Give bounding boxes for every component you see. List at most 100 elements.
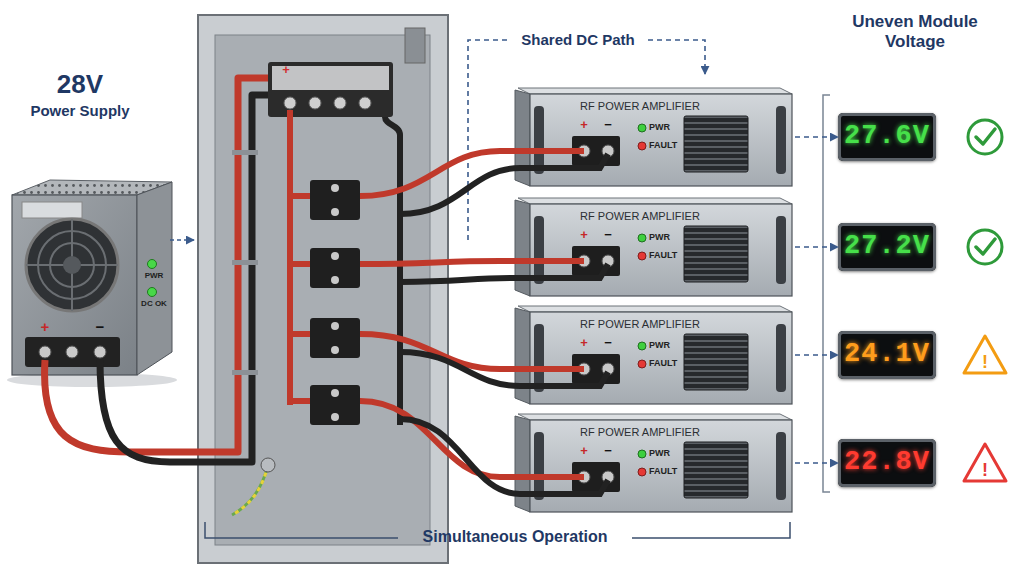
fuse-screw <box>331 346 339 354</box>
ground-wire <box>232 465 268 515</box>
check-mark <box>976 239 995 254</box>
ok-icon <box>968 230 1002 264</box>
cable-tie <box>232 370 258 375</box>
node-text: DC OK <box>135 299 173 308</box>
node-text: RF POWER AMPLIFIER <box>560 210 720 223</box>
node-text: + <box>578 444 590 459</box>
fuse-screw <box>331 184 339 192</box>
voltage-display: 22.8V <box>838 439 936 487</box>
fuse-holder <box>310 248 360 288</box>
node-text: − <box>602 444 614 459</box>
check-mark <box>976 129 995 144</box>
negative-wire <box>400 154 608 214</box>
node-text: PWR <box>649 232 683 242</box>
negative-wire <box>100 95 268 462</box>
voltage-display: 24.1V <box>838 331 936 379</box>
node-text: 27.6V <box>838 123 936 150</box>
ground-wire <box>232 465 268 515</box>
amplifier-chassis <box>515 198 792 296</box>
node-text: − <box>91 318 109 335</box>
negative-wire <box>400 264 608 282</box>
warning-icon <box>964 336 1006 373</box>
pwr-led <box>148 260 157 269</box>
fuse-holder <box>310 180 360 220</box>
annotation-label: ! <box>975 352 995 373</box>
node-text: RF POWER AMPLIFIER <box>560 100 720 113</box>
node-text: − <box>602 336 614 351</box>
terminal-screw <box>94 346 106 358</box>
fuse-screw <box>331 413 339 421</box>
flow-arrow <box>795 246 838 248</box>
bus-terminal <box>359 97 371 109</box>
positive-trunk <box>287 110 293 405</box>
negative-wire <box>400 352 608 386</box>
bus-terminal <box>334 97 346 109</box>
node-text: + <box>578 228 590 243</box>
cabinet-bracket <box>405 28 425 63</box>
node-text: FAULT <box>649 358 683 368</box>
negative-trunk <box>385 117 400 425</box>
node-text: + <box>578 336 590 351</box>
node-text: PWR <box>649 448 683 458</box>
node-text: 22.8V <box>838 449 936 476</box>
amplifier-chassis <box>515 414 792 512</box>
flow-arrow <box>795 462 838 464</box>
amplifier-unit: RF POWER AMPLIFIER +− PWR FAULT <box>515 198 795 296</box>
node-text: + <box>36 318 54 335</box>
node-text: 28V <box>5 70 155 100</box>
rating-plate <box>22 202 82 218</box>
terminal-block <box>25 337 120 367</box>
bus-bar <box>268 62 393 117</box>
alert-icon <box>964 444 1006 481</box>
shared-path-line <box>468 40 508 240</box>
fuse-screw <box>331 208 339 216</box>
fan <box>26 219 118 311</box>
positive-wire <box>360 151 584 196</box>
cable-tie <box>232 260 258 265</box>
node-text: PWR <box>137 271 171 280</box>
fuse-feed <box>290 196 310 401</box>
node-text: − <box>602 118 614 133</box>
cabinet-panel <box>215 35 430 545</box>
ground-stud <box>261 458 275 472</box>
flow-arrow <box>795 136 838 138</box>
amplifier-unit: RF POWER AMPLIFIER+−PWRFAULT <box>515 306 795 404</box>
psu-front <box>12 195 137 375</box>
ok-icon <box>968 120 1002 154</box>
amplifier-unit: RF POWER AMPLIFIER +− PWR FAULT <box>515 414 795 512</box>
fan-hub <box>63 256 81 274</box>
terminal-screw <box>66 346 78 358</box>
positive-wire <box>360 261 584 264</box>
node-text: PWR <box>649 122 683 132</box>
amplifier-chassis <box>515 88 792 186</box>
node-text: 27.2V <box>838 233 936 260</box>
node-text: FAULT <box>649 250 683 260</box>
amplifier-unit: RF POWER AMPLIFIER+−PWRFAULT <box>515 88 795 186</box>
amplifier-chassis <box>515 306 792 404</box>
power-supply: 28V Power SupplyPWR DC OK + − <box>5 68 190 380</box>
positive-wire <box>360 334 584 369</box>
fuse-holder <box>310 318 360 358</box>
annotation-label: Shared DC Path <box>510 31 646 48</box>
negative-wire <box>400 419 608 494</box>
node-text: FAULT <box>649 466 683 476</box>
annotation-label: + <box>279 63 293 78</box>
node-text: − <box>602 228 614 243</box>
fuse-screw <box>331 276 339 284</box>
terminal-screw <box>39 346 51 358</box>
node-text: FAULT <box>649 140 683 150</box>
voltage-display: 27.6V <box>838 113 936 161</box>
node-text: 24.1V <box>838 341 936 368</box>
fuse-screw <box>331 252 339 260</box>
annotation-label: Simultaneous Operation <box>400 528 630 546</box>
bus-terminal <box>309 97 321 109</box>
node-text: RF POWER AMPLIFIER <box>560 426 720 439</box>
node-text: Power Supply <box>5 102 155 119</box>
flow-arrow <box>170 239 194 241</box>
fuse-screw <box>331 322 339 330</box>
bracket <box>823 95 830 492</box>
fuse-holder <box>310 385 360 425</box>
